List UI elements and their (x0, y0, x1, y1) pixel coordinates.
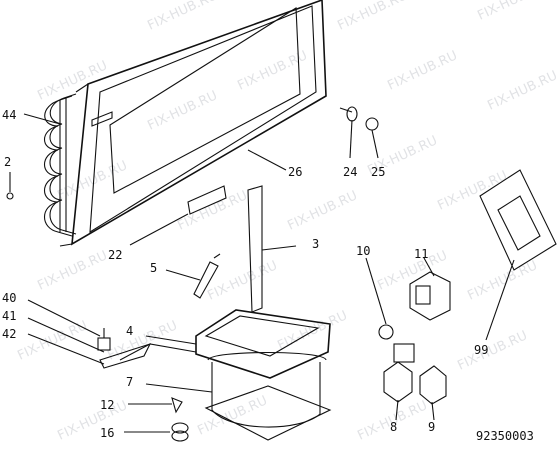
relay-part-8 (383, 343, 415, 421)
screw-part-2 (6, 172, 14, 200)
label-24: 24 (343, 165, 357, 179)
label-16: 16 (100, 426, 114, 440)
part-labels: 44 2 26 22 24 25 3 5 10 11 99 40 41 42 4… (2, 108, 534, 443)
label-2: 2 (4, 155, 11, 169)
watermark-text: FIX-HUB.RU (35, 248, 109, 293)
label-44: 44 (2, 108, 16, 122)
watermark-text: FIX-HUB.RU (145, 88, 219, 133)
label-8: 8 (390, 420, 397, 434)
watermark-text: FIX-HUB.RU (475, 0, 549, 24)
label-10: 10 (356, 244, 370, 258)
watermark-text: FIX-HUB.RU (195, 393, 269, 438)
back-panel-part-26 (59, 0, 327, 247)
label-9: 9 (428, 420, 435, 434)
label-42: 42 (2, 327, 16, 341)
compressor-part-7 (145, 351, 332, 441)
label-plate-part-99 (479, 169, 557, 341)
watermark-text: FIX-HUB.RU (375, 248, 449, 293)
filter-dryer-part-5 (165, 253, 221, 299)
label-99: 99 (474, 343, 488, 357)
label-41: 41 (2, 309, 16, 323)
label-3: 3 (312, 237, 319, 251)
watermark-text: FIX-HUB.RU (385, 48, 459, 93)
terminal-cover-part-11 (409, 257, 451, 321)
bracket-part-22 (129, 185, 227, 246)
bolt-part-12 (128, 397, 183, 414)
label-26: 26 (288, 165, 302, 179)
relay-parts-40-41-42 (27, 299, 152, 369)
label-5: 5 (150, 261, 157, 275)
rubber-mount-part-16 (124, 422, 189, 442)
grommet-part-24 (339, 106, 358, 159)
watermark-layer: FIX-HUB.RU FIX-HUB.RU FIX-HUB.RU FIX-HUB… (15, 0, 558, 444)
label-22: 22 (108, 248, 122, 262)
watermark-text: FIX-HUB.RU (455, 328, 529, 373)
drawing-number: 92350003 (476, 429, 534, 443)
watermark-text: FIX-HUB.RU (55, 398, 129, 443)
watermark-text: FIX-HUB.RU (285, 188, 359, 233)
cap-part-25 (365, 117, 379, 159)
watermark-text: FIX-HUB.RU (485, 68, 558, 113)
label-11: 11 (414, 247, 428, 261)
leader-44 (23, 113, 61, 125)
watermark-text: FIX-HUB.RU (465, 258, 539, 303)
condenser-coil-part-44 (43, 93, 77, 237)
compressor-cover-part-4 (119, 309, 331, 379)
label-7: 7 (126, 375, 133, 389)
pipe-part-3 (247, 185, 297, 313)
label-25: 25 (371, 165, 385, 179)
capacitor-part-10 (365, 257, 394, 340)
label-4: 4 (126, 324, 133, 338)
watermark-text: FIX-HUB.RU (145, 0, 219, 34)
leader-26 (247, 149, 287, 171)
label-40: 40 (2, 291, 16, 305)
watermark-text: FIX-HUB.RU (335, 0, 409, 34)
label-12: 12 (100, 398, 114, 412)
watermark-text: FIX-HUB.RU (175, 188, 249, 233)
watermark-text: FIX-HUB.RU (435, 168, 509, 213)
overload-part-9 (419, 365, 447, 421)
